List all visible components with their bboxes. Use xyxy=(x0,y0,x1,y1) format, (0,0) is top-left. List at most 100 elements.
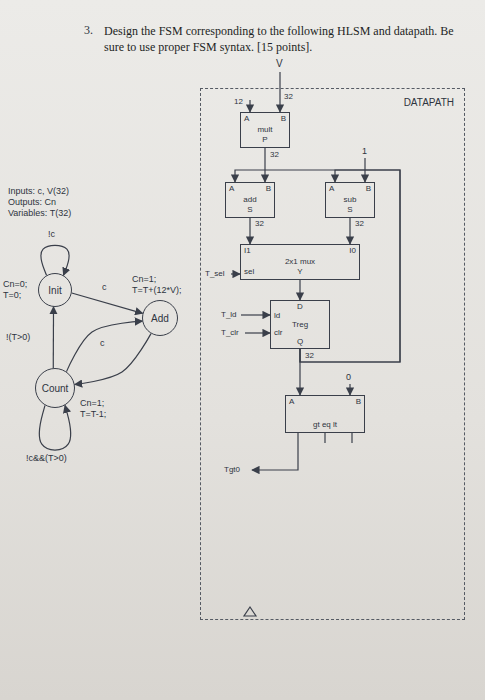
port-name: B xyxy=(281,115,286,124)
transition-arrow xyxy=(53,307,54,368)
signal-label: T_ld xyxy=(221,310,237,319)
signal-label: 0 xyxy=(346,372,351,382)
component-name: mult xyxy=(257,126,272,135)
port-name: I0 xyxy=(349,247,356,256)
port-name: Add xyxy=(151,313,169,324)
question-number: 3. xyxy=(84,24,93,38)
ground-triangle xyxy=(244,607,256,616)
text-row: mult xyxy=(244,126,286,135)
constant-wire xyxy=(249,100,250,112)
transition-condition: c xyxy=(102,282,107,292)
state-circle: Count xyxy=(35,368,75,408)
port-name: A xyxy=(244,115,249,124)
hlsm-note: T=T-1; xyxy=(80,409,106,419)
hlsm-note: Variables: T(32) xyxy=(8,208,71,218)
control-wire xyxy=(245,332,270,333)
connector-layer xyxy=(39,148,400,450)
port-name: B xyxy=(266,185,271,194)
port-name: S xyxy=(247,206,252,215)
component-name: gt eq lt xyxy=(313,421,337,430)
transition-arrow xyxy=(66,321,142,371)
signal-label: Tgt0 xyxy=(224,465,240,474)
text-row: Init xyxy=(48,285,61,296)
signal-label: T_clr xyxy=(221,328,239,337)
text-row: sel Y xyxy=(244,268,356,277)
port-name: sel xyxy=(244,268,254,277)
feedback-wire xyxy=(235,170,400,362)
text-row: P xyxy=(244,136,286,145)
multiplier-box: A BmultP xyxy=(240,112,290,148)
signal-label: 1 xyxy=(362,146,367,156)
question-text: Design the FSM corresponding to the foll… xyxy=(104,24,454,55)
port-name: P xyxy=(262,136,267,145)
hlsm-note: Inputs: c, V(32) xyxy=(8,186,69,196)
transition-arrow xyxy=(75,334,151,385)
signal-label: V xyxy=(276,58,283,70)
text-row: Treg xyxy=(274,321,326,330)
input-wire xyxy=(279,72,280,112)
port-name: I1 xyxy=(244,247,251,256)
self-loop-transition xyxy=(39,405,71,450)
port-name: sub xyxy=(344,196,357,205)
text-row: 2x1 mux xyxy=(244,258,356,267)
port-name: D xyxy=(297,303,303,312)
text-row: I1 I0 xyxy=(244,247,356,256)
constant-wire xyxy=(349,384,350,395)
text-row: Q xyxy=(274,338,326,347)
hlsm-note: Cn=1; xyxy=(80,398,104,408)
hlsm-note: Cn=1; xyxy=(132,274,156,284)
output-stub xyxy=(351,433,352,443)
mux-box: I1 I0 2x1 mux sel Y xyxy=(240,244,360,280)
text-row: Count xyxy=(42,383,69,394)
control-wire xyxy=(241,314,270,315)
text-row: AB xyxy=(229,185,271,194)
port-name: clr xyxy=(274,329,282,338)
component-name: Init xyxy=(48,285,61,296)
port-name: A xyxy=(289,398,294,407)
text-row: AB xyxy=(329,185,371,194)
text-row: S xyxy=(229,206,271,215)
transition-condition: !c xyxy=(48,229,55,239)
component-name: Count xyxy=(42,383,69,394)
port-name: A xyxy=(329,185,334,194)
port-name: ld xyxy=(274,312,280,321)
self-loop-transition xyxy=(41,245,69,275)
port-name: add xyxy=(243,196,256,205)
text-row: gt eq lt xyxy=(289,421,361,430)
transition-condition: c xyxy=(100,338,105,348)
state-circle: Init xyxy=(38,273,72,307)
hlsm-note: Outputs: Cn xyxy=(8,197,56,207)
text-row: ld xyxy=(274,312,326,321)
feedback-wire xyxy=(300,170,400,362)
datapath-wire xyxy=(349,218,350,244)
datapath-boundary: DATAPATHABmultPABaddSABsubSI1I02x1 muxse… xyxy=(200,88,465,620)
port-name: Q xyxy=(297,338,303,347)
text-row: S xyxy=(329,206,371,215)
signal-label: 32 xyxy=(284,92,293,101)
component-name: 2x1 mux xyxy=(285,258,315,267)
hlsm-note: T=0; xyxy=(3,290,21,300)
output-stub xyxy=(324,433,325,443)
port-name: S xyxy=(347,206,352,215)
signal-label: T_sel xyxy=(205,269,225,278)
text-row: D xyxy=(274,303,326,312)
text-row: sub xyxy=(329,196,371,205)
port-name: B xyxy=(356,398,361,407)
datapath-wires xyxy=(231,72,365,616)
subtractor-box: ABsubS xyxy=(325,182,375,218)
datapath-wire xyxy=(264,148,265,182)
status-wire xyxy=(252,433,298,470)
port-name: B xyxy=(366,185,371,194)
comparator-box: A Bgt eq lt xyxy=(285,395,365,433)
register-box: DldTregclrQ xyxy=(270,300,330,349)
text-row: add xyxy=(229,196,271,205)
transition-arrow xyxy=(72,293,143,313)
transition-condition: !(T>0) xyxy=(6,332,30,342)
port-name: Y xyxy=(297,268,302,277)
control-wire xyxy=(231,273,240,274)
datapath-wire xyxy=(249,218,250,244)
hlsm-note: Cn=0; xyxy=(3,279,27,289)
text-row: clr xyxy=(274,329,326,338)
text-row: Add xyxy=(151,313,169,324)
